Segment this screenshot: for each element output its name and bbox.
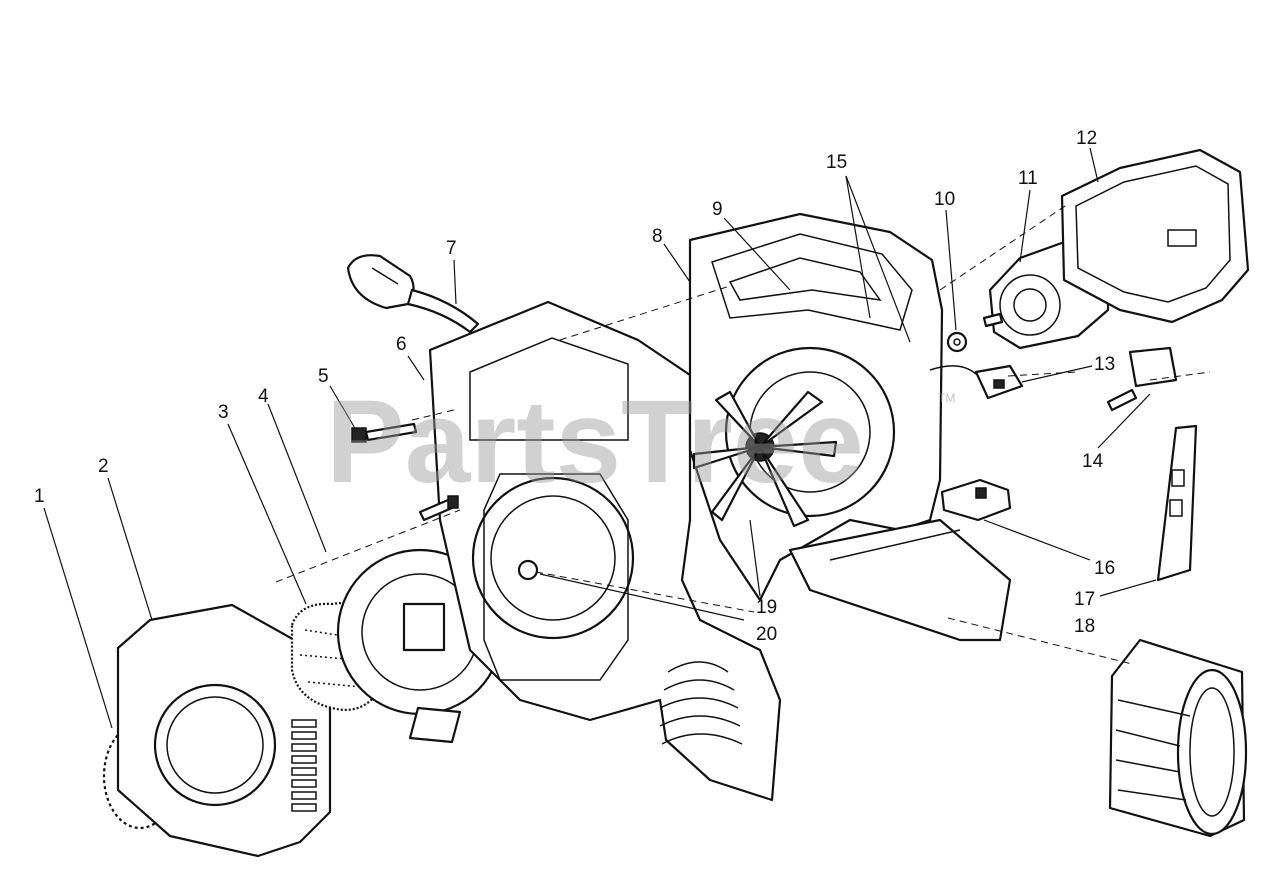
watermark-text: PartsTree [326, 376, 864, 508]
part-6-main-housing [428, 300, 782, 802]
intake-vent-slots [291, 719, 317, 812]
leader-lines [43, 147, 1157, 729]
callout-20: 20 [756, 624, 777, 645]
part-16-trigger [940, 478, 1012, 522]
callout-1: 1 [34, 486, 45, 507]
callout-4: 4 [258, 386, 269, 407]
blower-tube [788, 518, 1012, 642]
callout-13: 13 [1094, 354, 1115, 375]
watermark-trademark: TM [938, 391, 955, 405]
callout-2: 2 [98, 456, 109, 477]
callout-5: 5 [318, 366, 329, 387]
callout-14: 14 [1082, 451, 1104, 472]
part-19-impeller-fan [692, 346, 896, 528]
alignment-lines [275, 203, 1211, 665]
part-7-power-cord [346, 254, 480, 334]
callout-7: 7 [446, 238, 457, 259]
callout-3: 3 [218, 402, 229, 423]
part-10-washer [946, 331, 968, 353]
callout-10: 10 [934, 189, 955, 210]
callout-numbers: 1 2 3 4 5 6 7 8 9 10 11 12 13 14 15 16 1… [34, 128, 1115, 645]
callout-11: 11 [1018, 168, 1038, 189]
nozzle-ribs [659, 661, 743, 745]
callout-12: 12 [1076, 128, 1097, 149]
partstree-watermark: PartsTree TM [326, 376, 955, 508]
part-17-side-plate [1156, 424, 1198, 582]
callout-8: 8 [652, 226, 663, 247]
callout-16: 16 [1094, 558, 1115, 579]
callout-18: 18 [1074, 616, 1095, 637]
callout-19: 19 [756, 597, 777, 618]
part-13-switch [929, 364, 1024, 400]
part-12-motor-cover [1060, 148, 1250, 324]
callout-15: 15 [826, 152, 847, 173]
callout-17: 17 [1074, 589, 1095, 610]
part-20-bushing [517, 559, 539, 581]
part-5-screw [351, 422, 418, 443]
callout-9: 9 [712, 199, 723, 220]
housing-screw [418, 495, 459, 522]
part-18-nozzle-tip [1108, 638, 1248, 838]
part-2-intake-housing [116, 603, 332, 858]
callout-6: 6 [396, 334, 407, 355]
part-14-screw [1106, 346, 1178, 412]
